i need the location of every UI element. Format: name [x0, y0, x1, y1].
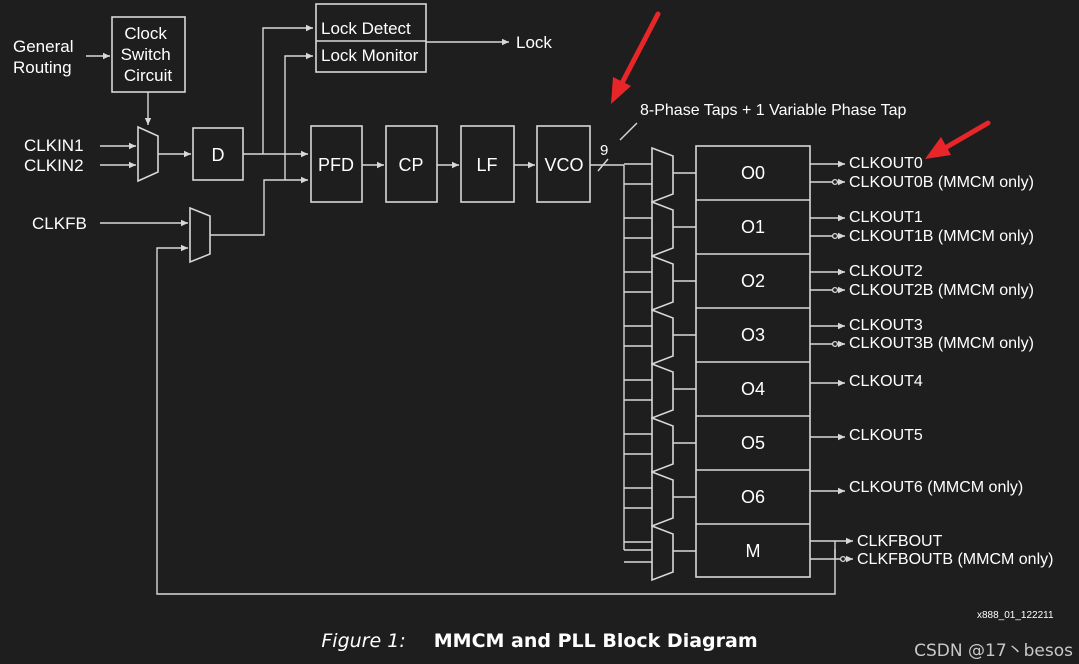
watermark-text: CSDN @17丶besos: [914, 641, 1073, 661]
counter-label-o0: O0: [741, 163, 765, 183]
clkout2b-label: CLKOUT2B (MMCM only): [849, 282, 1034, 299]
clkout4-label: CLKOUT4: [849, 373, 923, 390]
lock-detect-monitor-block: [315, 3, 427, 73]
cp-label: CP: [398, 155, 423, 175]
clkout0b-label: CLKOUT0B (MMCM only): [849, 174, 1034, 191]
lock-output-label: Lock: [516, 33, 552, 52]
counter-label-o2: O2: [741, 271, 765, 291]
clkout5-label: CLKOUT5: [849, 427, 923, 444]
clkout0-label: CLKOUT0: [849, 155, 923, 172]
figure-caption: Figure 1: MMCM and PLL Block Diagram: [0, 630, 1079, 652]
counter-label-m: M: [746, 541, 761, 561]
clkfboutb-label: CLKFBOUTB (MMCM only): [857, 551, 1053, 568]
lock-monitor-label: Lock Monitor: [321, 46, 419, 65]
phase-mux-o4: [651, 362, 674, 420]
clkout2-label: CLKOUT2: [849, 263, 923, 280]
vco-label: VCO: [544, 155, 583, 175]
highlight-arrow-bus: [611, 11, 661, 104]
phase-mux-o0: [651, 146, 674, 204]
pfd-label: PFD: [318, 155, 354, 175]
phase-mux-o5: [651, 416, 674, 474]
counter-label-o5: O5: [741, 433, 765, 453]
bus-slash: [597, 158, 609, 172]
counter-label-o1: O1: [741, 217, 765, 237]
phase-mux-m: [651, 524, 674, 582]
clkout3-label: CLKOUT3: [849, 317, 923, 334]
vco-block: [536, 125, 591, 203]
counter-label-o3: O3: [741, 325, 765, 345]
fb-to-lock-monitor-wire: [284, 52, 313, 180]
feedback-loop-wire: [156, 244, 836, 595]
counter-label-o6: O6: [741, 487, 765, 507]
d-divider-label: D: [212, 145, 225, 165]
figure-number: Figure 1:: [321, 630, 406, 652]
clkin1-label: CLKIN1: [24, 136, 84, 155]
clkout3b-label: CLKOUT3B (MMCM only): [849, 335, 1034, 352]
phase-mux-o2: [651, 254, 674, 312]
lf-block: [460, 125, 515, 203]
cp-block: [385, 125, 438, 203]
clkout1-label: CLKOUT1: [849, 209, 923, 226]
lf-label: LF: [476, 155, 497, 175]
pfd-block: [310, 125, 363, 203]
phase-mux-o3: [651, 308, 674, 366]
bus-description-label: 8-Phase Taps + 1 Variable Phase Tap: [640, 102, 907, 119]
highlight-arrow-clkout0: [925, 120, 991, 159]
figure-id-label: x888_01_122211: [977, 610, 1054, 621]
clkfbout-label: CLKFBOUT: [857, 533, 943, 550]
input-mux: [137, 125, 159, 183]
clkout1b-label: CLKOUT1B (MMCM only): [849, 228, 1034, 245]
lock-detect-label: Lock Detect: [321, 19, 411, 38]
clkfb-label: CLKFB: [32, 214, 87, 233]
clkout6-label: CLKOUT6 (MMCM only): [849, 479, 1023, 496]
phase-mux-o1: [651, 200, 674, 258]
bus-width-label: 9: [600, 142, 608, 159]
fb-mux-to-pfd-wire: [210, 176, 308, 236]
figure-title: MMCM and PLL Block Diagram: [433, 630, 758, 652]
feedback-mux: [189, 206, 211, 264]
d-to-lock-detect-wire: [262, 24, 313, 154]
counter-label-o4: O4: [741, 379, 765, 399]
clkin2-label: CLKIN2: [24, 156, 84, 175]
bus-label-leader: [619, 122, 638, 141]
clock-switch-circuit-label: Clock Switch Circuit: [121, 24, 176, 85]
phase-mux-o6: [651, 470, 674, 528]
general-routing-label: General Routing: [13, 37, 78, 77]
